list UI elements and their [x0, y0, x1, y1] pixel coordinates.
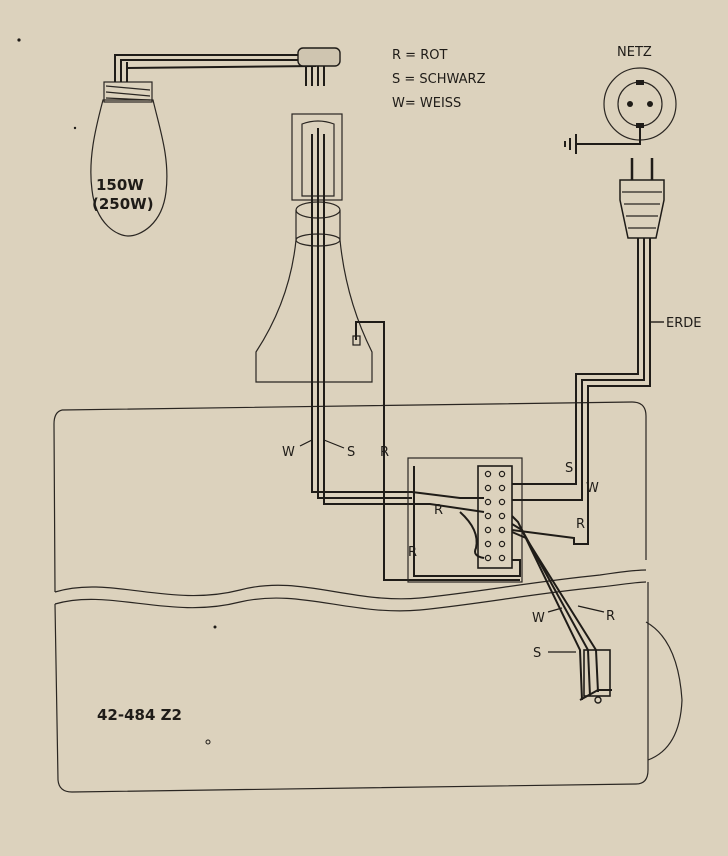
wire-label-r-right: R [576, 517, 585, 532]
wire-label-w-lower: W [532, 611, 545, 626]
light-bulb-icon [90, 62, 168, 237]
legend-rot: R = ROT [392, 48, 447, 63]
lamp-power-label: 150W [96, 176, 144, 194]
paper-speck [17, 38, 21, 42]
paper-speck [73, 126, 77, 130]
wire-label-s-upper: S [347, 445, 355, 460]
earth-label: ERDE [666, 316, 701, 331]
switch-icon [579, 649, 612, 704]
earth-ground-icon [564, 134, 577, 154]
terminal-box-outline [407, 457, 523, 583]
wire-label-r-lower: R [606, 609, 615, 624]
legend-schwarz: S = SCHWARZ [392, 72, 486, 87]
part-number: 42-484 Z2 [97, 706, 182, 724]
wire-label-s-right: S [565, 461, 573, 476]
housing-lower-outline [54, 582, 649, 793]
housing-left-edge [53, 409, 63, 593]
housing-tear-line-2 [54, 581, 647, 612]
paper-speck [213, 625, 217, 629]
lamp-power-alt-label: (250W) [92, 195, 154, 213]
wire-label-s-lower: S [533, 646, 541, 661]
mains-plug-icon [619, 158, 665, 239]
angled-plug-icon [297, 47, 341, 86]
socket-label: NETZ [617, 45, 652, 60]
housing-bulge [645, 621, 683, 761]
paper-speck [205, 739, 211, 745]
wire-label-r-block: R [434, 503, 443, 518]
wire-label-r-upper: R [380, 445, 389, 460]
terminal-block-icon [477, 465, 513, 569]
housing-tear-line [54, 569, 647, 600]
wire-label-w-right: W [586, 481, 599, 496]
lamp-holder-icon [255, 113, 373, 383]
wire-label-r-block-lower: R [408, 545, 417, 560]
wire-label-w-upper: W [282, 445, 295, 460]
housing-upper-outline [61, 401, 647, 560]
legend-weiss: W= WEISS [392, 96, 461, 111]
